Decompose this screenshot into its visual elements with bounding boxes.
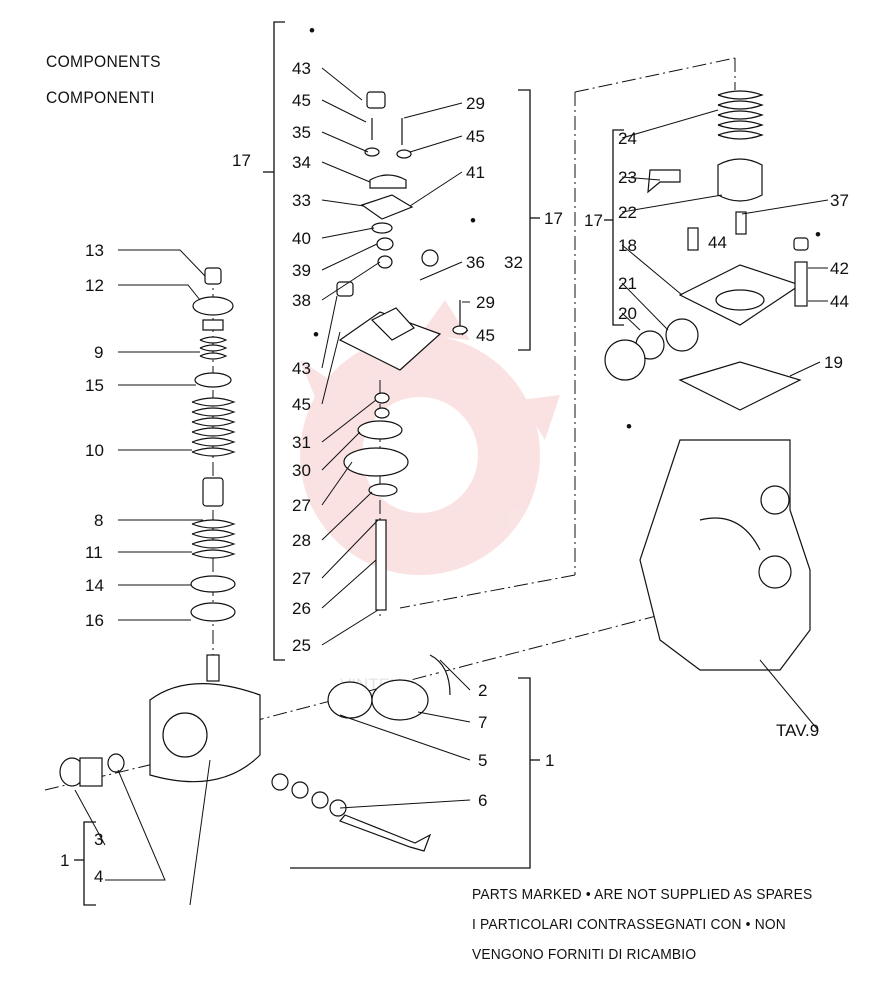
callout-29-top: 29 [466, 94, 485, 113]
callout-9: 9 [94, 343, 103, 362]
callout-3: 3 [94, 830, 103, 849]
bullet-marker: • [470, 211, 476, 230]
callout-45-right: 45 [466, 127, 485, 146]
callout-44-top: 44 [708, 233, 727, 252]
bullet-marker: • [815, 225, 821, 244]
callout-43-top: 43 [292, 59, 311, 78]
callout-17-right: 17 [584, 211, 603, 230]
callout-19: 19 [824, 353, 843, 372]
callout-17-center: 17 [544, 209, 563, 228]
footnote-line-italian-1: I PARTICOLARI CONTRASSEGNATI CON • NON [472, 916, 786, 933]
callout-39: 39 [292, 261, 311, 280]
footnote-line-english: PARTS MARKED • ARE NOT SUPPLIED AS SPARE… [472, 886, 813, 903]
callout-32: 32 [504, 253, 523, 272]
callout-12: 12 [85, 276, 104, 295]
callout-28: 28 [292, 531, 311, 550]
callout-24: 24 [618, 129, 637, 148]
spare-bullets: • • • • • [309, 21, 821, 436]
callout-25: 25 [292, 636, 311, 655]
bullet-marker: • [626, 417, 632, 436]
callout-14: 14 [85, 576, 104, 595]
callout-8: 8 [94, 511, 103, 530]
callout-35: 35 [292, 123, 311, 142]
bullet-marker: • [309, 21, 315, 40]
callout-37: 37 [830, 191, 849, 210]
callout-26: 26 [292, 599, 311, 618]
callout-45-top: 45 [292, 91, 311, 110]
bullet-marker: • [313, 325, 319, 344]
transmission-housing [639, 439, 811, 671]
axis-lines [44, 57, 736, 791]
left-spring-stack [190, 267, 236, 622]
callout-33: 33 [292, 191, 311, 210]
group-brackets [74, 21, 624, 906]
callout-18: 18 [618, 236, 637, 255]
center-valve-stack [336, 91, 468, 611]
callout-11: 11 [85, 543, 103, 562]
leader-lines [74, 67, 829, 906]
callout-29-bottom: 29 [476, 293, 495, 312]
reference-tav9: TAV.9 [776, 721, 819, 740]
callout-10: 10 [85, 441, 104, 460]
callout-44-right: 44 [830, 292, 849, 311]
callout-38: 38 [292, 291, 311, 310]
callout-43-bottom: 43 [292, 359, 311, 378]
callout-42: 42 [830, 259, 849, 278]
callout-21: 21 [618, 274, 637, 293]
callout-40: 40 [292, 229, 311, 248]
callout-20: 20 [618, 304, 637, 323]
callout-27-upper: 27 [292, 496, 311, 515]
callout-17-left: 17 [232, 151, 251, 170]
footnote-line-italian-2: VENGONO FORNITI DI RICAMBIO [472, 946, 697, 963]
heading-italian: COMPONENTI [46, 88, 155, 107]
callout-27-lower: 27 [292, 569, 311, 588]
right-cover-group [604, 90, 809, 411]
callout-30: 30 [292, 461, 311, 480]
callout-45-lower-right: 45 [476, 326, 495, 345]
callout-5: 5 [478, 751, 487, 770]
callout-1-right: 1 [545, 751, 554, 770]
callout-15: 15 [85, 376, 104, 395]
callout-labels: 13 12 9 15 10 8 11 14 16 43 45 35 34 33 … [60, 59, 849, 886]
callout-36: 36 [466, 253, 485, 272]
callout-7: 7 [478, 713, 487, 732]
heading-english: COMPONENTS [46, 52, 161, 71]
callout-16: 16 [85, 611, 104, 630]
callout-45-bottom: 45 [292, 395, 311, 414]
callout-1-left: 1 [60, 851, 69, 870]
callout-41: 41 [466, 163, 485, 182]
callout-22: 22 [618, 203, 637, 222]
callout-23: 23 [618, 168, 637, 187]
callout-31: 31 [292, 433, 311, 452]
callout-13: 13 [85, 241, 104, 260]
callout-2: 2 [478, 681, 487, 700]
callout-4: 4 [94, 867, 103, 886]
callout-6: 6 [478, 791, 487, 810]
callout-34: 34 [292, 153, 311, 172]
pump-body [59, 654, 451, 852]
